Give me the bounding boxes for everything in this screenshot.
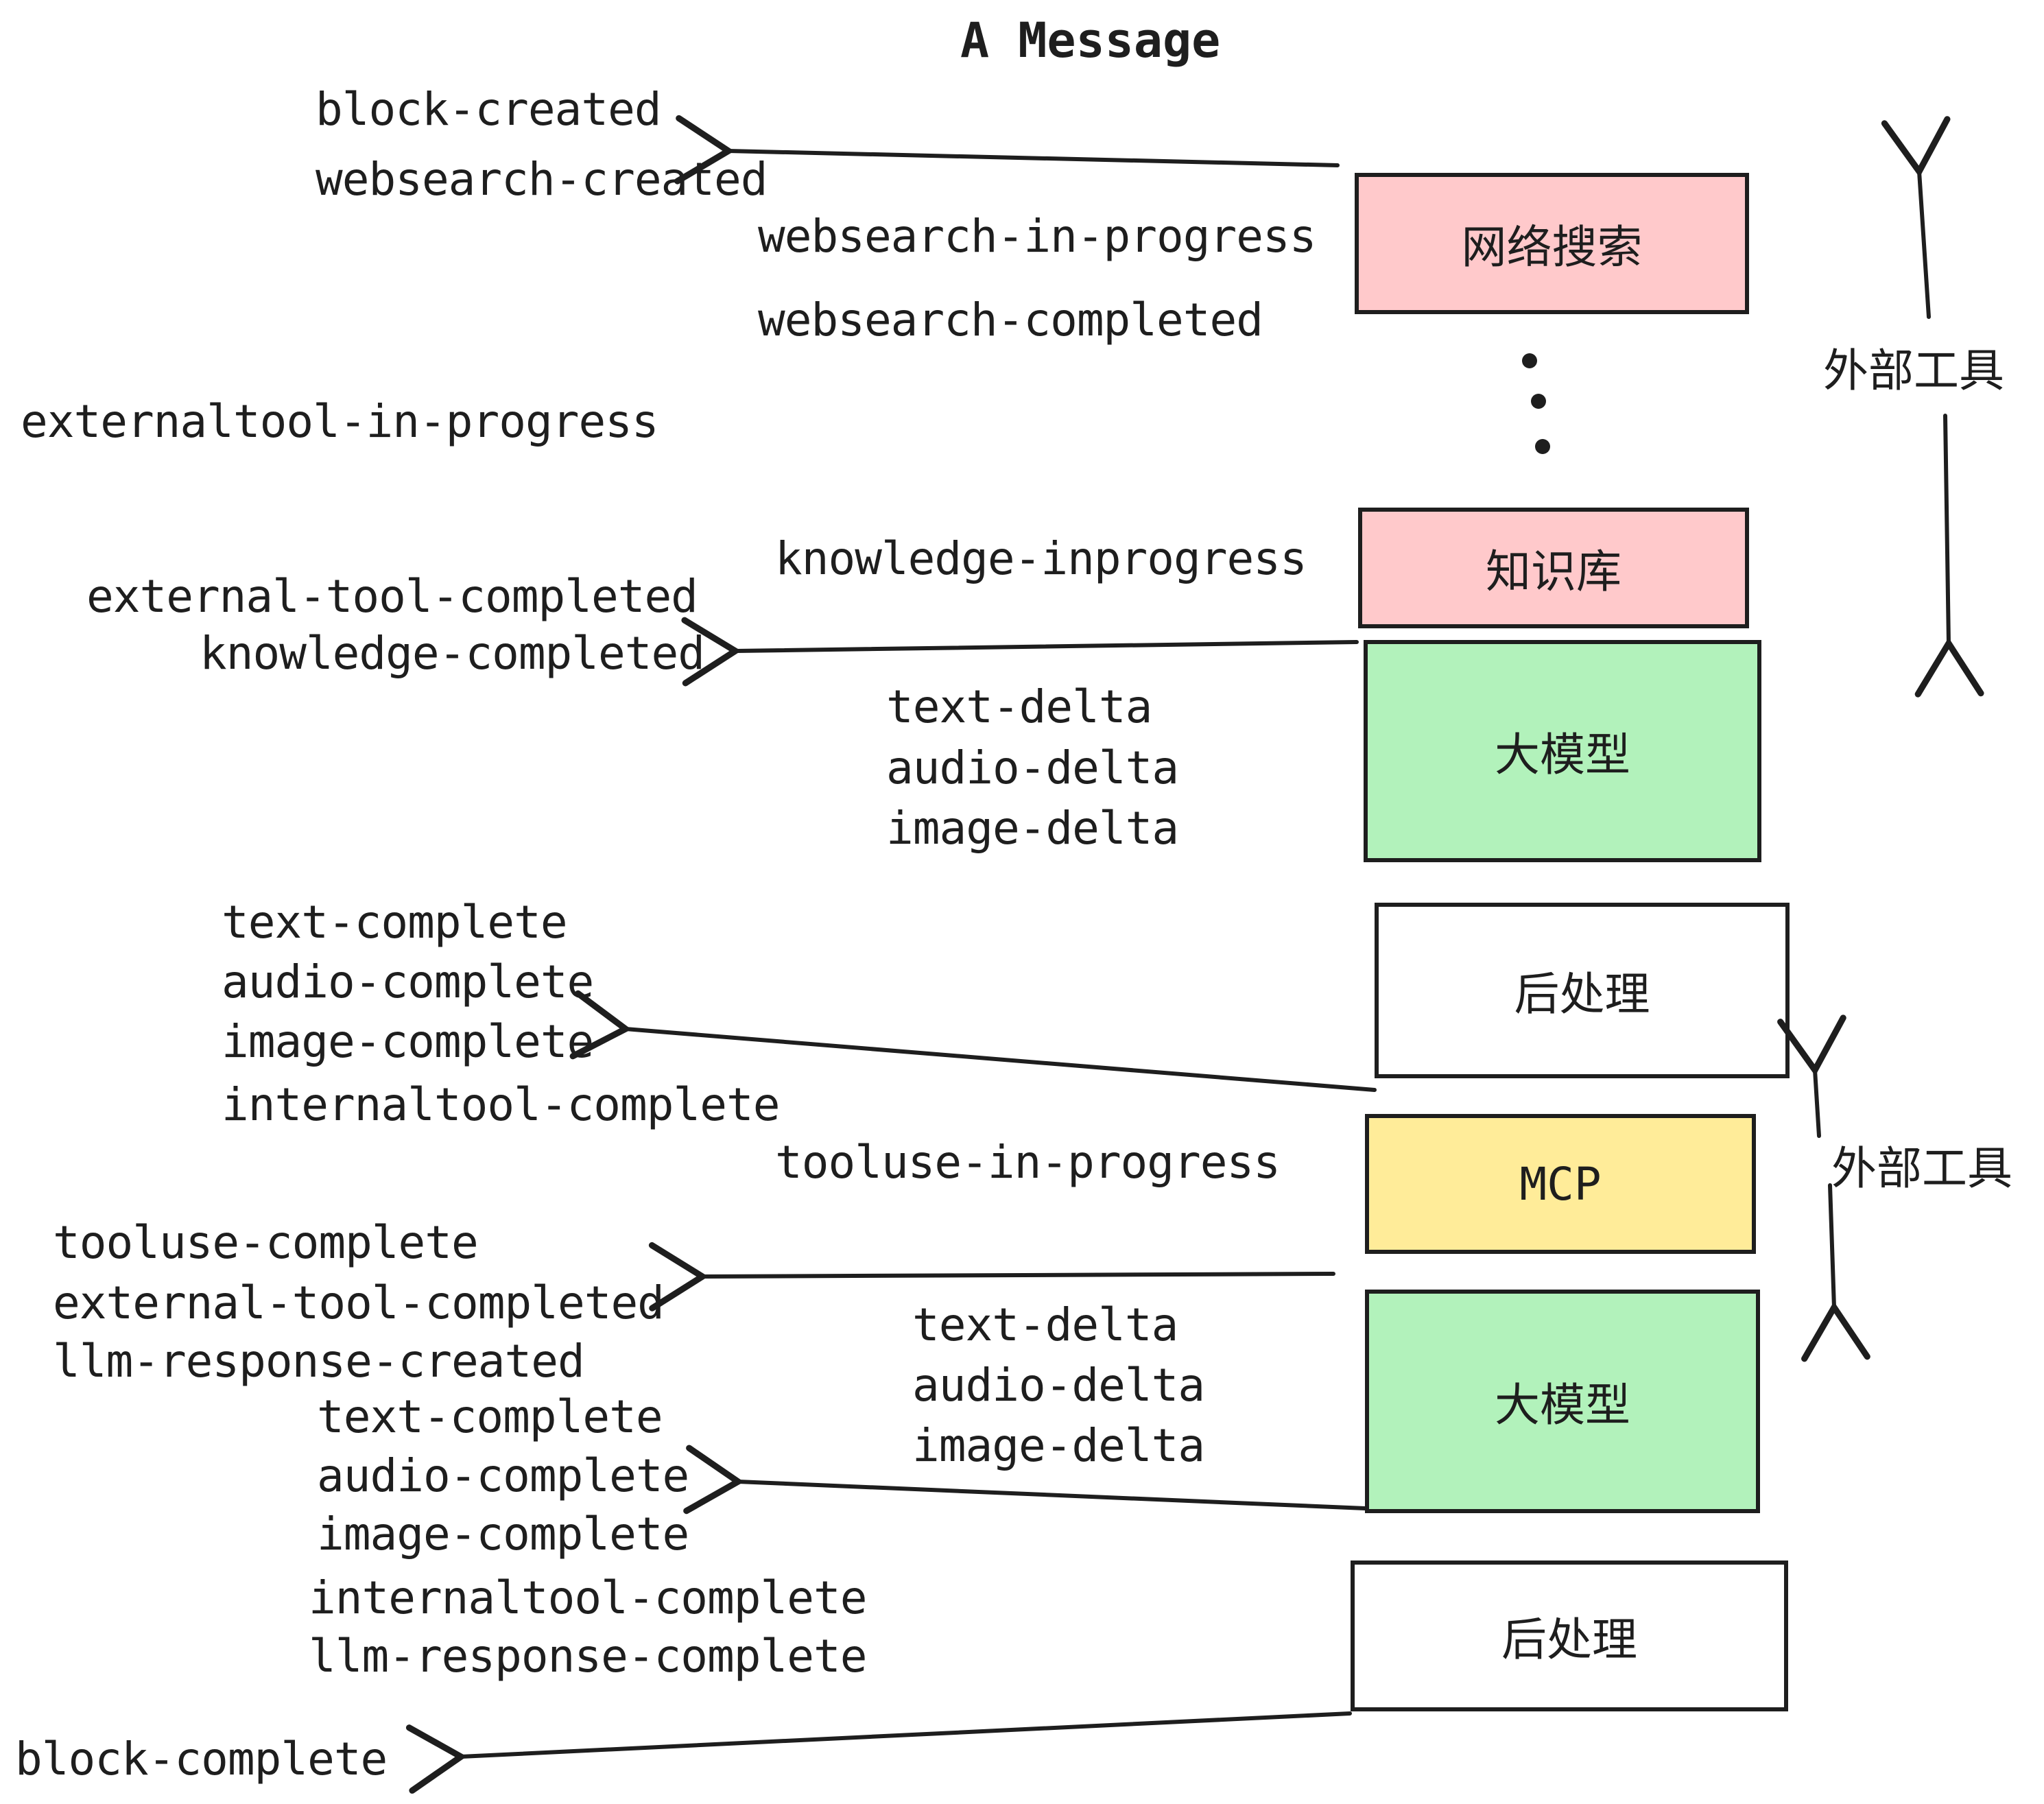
event-label-text-delta-2: text-delta	[912, 1298, 1178, 1351]
ellipsis-dot	[1522, 353, 1537, 368]
event-label-image-complete-2: image-complete	[317, 1508, 689, 1560]
arrow-external-tools-mid-down	[1801, 1183, 1870, 1362]
event-label-websearch-in-progress: websearch-in-progress	[758, 210, 1316, 263]
arrow-external-tools-top-up	[1881, 116, 1951, 319]
event-label-text-complete-2: text-complete	[317, 1390, 663, 1443]
event-label-llm-response-complete: llm-response-complete	[309, 1630, 867, 1683]
arrow-to-external-tool-completed	[648, 1242, 1335, 1312]
event-label-internaltool-complete-2: internaltool-complete	[309, 1571, 867, 1624]
event-label-tooluse-in-progress: tooluse-in-progress	[775, 1136, 1281, 1189]
box-websearch-label: 网络搜索	[1461, 221, 1643, 274]
event-label-audio-complete-1: audio-complete	[222, 956, 594, 1008]
ellipsis-dot	[1531, 394, 1546, 409]
box-llm-2: 大模型	[1365, 1290, 1760, 1513]
box-llm-1: 大模型	[1364, 640, 1761, 862]
event-label-image-complete-1: image-complete	[222, 1015, 594, 1068]
arrow-to-audio-complete	[683, 1445, 1367, 1515]
event-label-externaltool-in-progress: externaltool-in-progress	[21, 395, 659, 448]
arrow-to-websearch-created	[674, 115, 1340, 185]
event-label-block-complete: block-complete	[15, 1733, 388, 1785]
side-label-external-tools-top: 外部工具	[1823, 344, 2004, 397]
event-label-audio-complete-2: audio-complete	[317, 1449, 689, 1502]
box-postprocess-2: 后处理	[1351, 1560, 1788, 1711]
event-label-text-delta-1: text-delta	[886, 680, 1152, 733]
box-llm-2-label: 大模型	[1495, 1379, 1630, 1432]
event-label-llm-response-created: llm-response-created	[53, 1335, 585, 1388]
arrow-to-image-complete	[569, 990, 1377, 1092]
page-title: A Message	[960, 12, 1221, 69]
box-postprocess-2-label: 后处理	[1501, 1613, 1637, 1666]
event-label-internaltool-complete-1: internaltool-complete	[222, 1078, 780, 1131]
event-label-block-created: block-created	[316, 83, 662, 136]
box-llm-1-label: 大模型	[1495, 728, 1630, 781]
box-knowledge-label: 知识库	[1486, 545, 1621, 598]
event-label-image-delta-2: image-delta	[912, 1419, 1205, 1472]
ellipsis-dot	[1535, 439, 1550, 454]
box-mcp-label: MCP	[1519, 1157, 1602, 1211]
event-label-websearch-completed: websearch-completed	[758, 294, 1263, 346]
side-label-external-tools-middle: 外部工具	[1831, 1142, 2012, 1195]
box-postprocess-1-label: 后处理	[1514, 968, 1650, 1021]
event-label-audio-delta-1: audio-delta	[886, 741, 1179, 794]
arrow-to-knowledge-completed	[681, 617, 1359, 687]
event-label-image-delta-1: image-delta	[886, 802, 1179, 855]
event-label-tooluse-complete: tooluse-complete	[53, 1216, 479, 1269]
event-label-external-tool-completed: external-tool-completed	[86, 570, 698, 623]
box-knowledge: 知识库	[1358, 508, 1749, 628]
event-label-text-complete-1: text-complete	[222, 896, 568, 949]
arrow-external-tools-top-down	[1914, 414, 1984, 698]
event-label-audio-delta-2: audio-delta	[912, 1359, 1205, 1412]
event-label-knowledge-inprogress: knowledge-inprogress	[775, 532, 1307, 585]
box-postprocess-1: 后处理	[1375, 903, 1790, 1078]
box-mcp: MCP	[1365, 1114, 1756, 1254]
box-websearch: 网络搜索	[1355, 173, 1749, 314]
arrow-to-block-complete	[405, 1711, 1352, 1794]
arrow-external-tools-mid-up	[1777, 1014, 1846, 1138]
event-label-knowledge-completed: knowledge-completed	[200, 627, 705, 680]
event-label-external-tool-completed-2: external-tool-completed	[53, 1277, 665, 1329]
